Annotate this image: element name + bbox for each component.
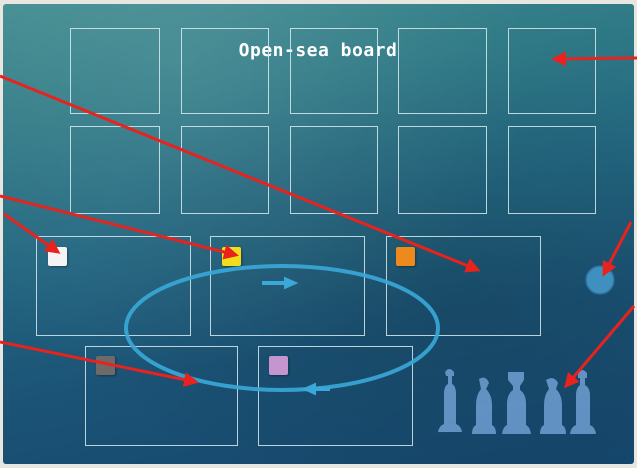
turn-cycle-ring xyxy=(126,266,438,390)
figure-2-icon xyxy=(472,378,496,434)
figure-1-icon xyxy=(438,369,462,432)
annotation-arrow-3 xyxy=(4,214,58,252)
annotation-arrow-4 xyxy=(0,342,196,382)
round-token-icon xyxy=(586,266,614,294)
annotation-arrow-1 xyxy=(0,76,478,270)
annotation-arrow-5 xyxy=(554,58,637,59)
figure-4-icon xyxy=(540,378,566,434)
annotation-arrows xyxy=(0,58,637,386)
figure-5-icon xyxy=(570,370,596,434)
figure-3-icon xyxy=(502,372,531,434)
annotation-arrow-7 xyxy=(566,306,634,386)
annotation-arrow-2 xyxy=(0,196,236,255)
annotation-arrow-6 xyxy=(604,222,631,274)
